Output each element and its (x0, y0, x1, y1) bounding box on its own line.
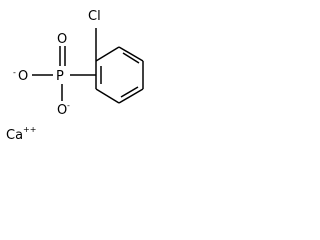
oxygen-left-label: O (18, 69, 28, 84)
ring-double-bond-inner-1 (122, 52, 140, 64)
ring-bond-1 (95, 46, 120, 62)
oxygen-lower-charge: - (67, 101, 70, 110)
chlorine-label: Cl (88, 9, 101, 24)
oxygen-left-charge: - (13, 68, 16, 77)
ring-double-bond-inner-2 (120, 86, 139, 98)
chemical-structure: Cl P O O - O - Ca ++ (6, 9, 144, 143)
ring-bond-2 (118, 46, 144, 62)
calcium-charge: ++ (23, 125, 36, 134)
oxygen-lower-label: O (57, 103, 67, 118)
ring-bond-4 (118, 88, 144, 104)
calcium-label: Ca (6, 128, 23, 143)
ring-bond-5 (95, 88, 120, 104)
oxygen-double-label: O (57, 32, 67, 47)
phosphorus-label: P (56, 69, 64, 84)
benzene-ring (95, 46, 144, 104)
